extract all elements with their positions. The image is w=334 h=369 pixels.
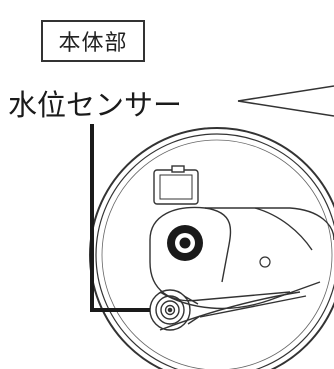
sensor-component bbox=[149, 289, 201, 331]
float-ring bbox=[167, 225, 203, 261]
small-hole bbox=[259, 256, 271, 268]
sensor-leader-line bbox=[90, 124, 150, 312]
connector-tab bbox=[153, 165, 199, 205]
main-body-label: 本体部 bbox=[41, 20, 145, 62]
water-level-sensor-label: 水位センサー bbox=[8, 88, 183, 122]
callout-wedge bbox=[237, 85, 334, 117]
device-body bbox=[89, 127, 334, 369]
inner-channel bbox=[149, 206, 334, 331]
